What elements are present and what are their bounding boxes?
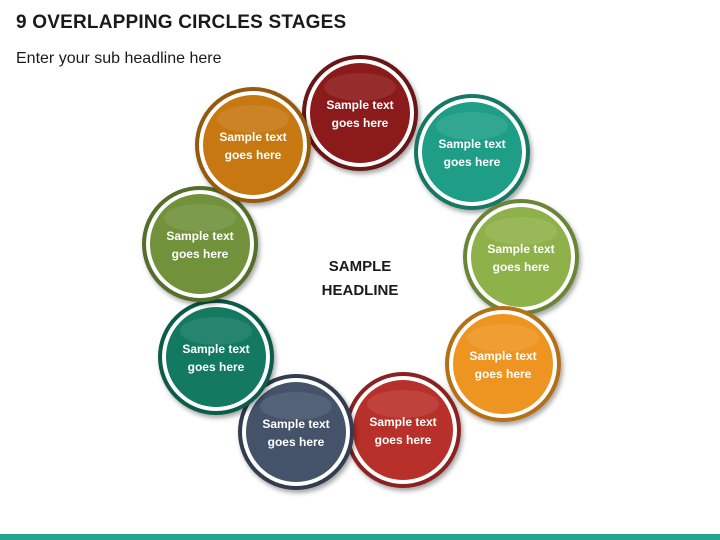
stage-text-line2: goes here [268,435,325,449]
stage-circle-highlight [324,73,396,101]
stage-circle-highlight [164,204,236,232]
stage-circle-fill [310,63,410,163]
stage-circle-highlight [260,392,332,420]
stage-circle-fill [422,102,522,202]
stage-text-line2: goes here [225,148,282,162]
stage-circle-fill [246,382,346,482]
stage-text-line1: Sample text [166,229,233,243]
stage-text-line2: goes here [172,247,229,261]
stage-text-line2: goes here [188,360,245,374]
stage-circle-1: Sample text goes here [302,55,418,171]
stage-circle-highlight [467,324,539,352]
stage-text-line1: Sample text [487,242,554,256]
stage-text-line2: goes here [375,433,432,447]
stage-text-line2: goes here [444,155,501,169]
center-headline-line1: SAMPLE [328,258,392,275]
stage-circle-fill [203,95,303,195]
stage-circle-fill [150,194,250,294]
stage-circle-4: Sample text goes here [445,306,561,422]
stage-circle-5: Sample text goes here [345,372,461,488]
center-headline: SAMPLE HEADLINE [290,255,430,303]
stage-circle-highlight [485,217,557,245]
stage-text-line2: goes here [332,116,389,130]
stage-text-line1: Sample text [469,349,536,363]
stage-circle-highlight [180,317,252,345]
stage-circle-8: Sample text goes here [142,186,258,302]
stage-text-line1: Sample text [182,342,249,356]
stage-text-line1: Sample text [262,417,329,431]
page-title: 9 OVERLAPPING CIRCLES STAGES [16,12,347,33]
center-headline-line2: HEADLINE [321,282,399,299]
stage-circle-fill [471,207,571,307]
stage-circle-2: Sample text goes here [414,94,530,210]
page-subtitle: Enter your sub headline here [16,50,222,67]
footer-bar [0,534,720,540]
stage-circle-highlight [436,112,508,140]
stage-text-line1: Sample text [438,137,505,151]
stage-circle-9: Sample text goes here [195,87,311,203]
stage-circle-highlight [217,105,289,133]
stage-text-line2: goes here [493,260,550,274]
stage-circle-highlight [367,390,439,418]
stage-text-line1: Sample text [369,415,436,429]
stage-text-line1: Sample text [219,130,286,144]
stage-circle-7: Sample text goes here [158,299,274,415]
stage-circle-6: Sample text goes here [238,374,354,490]
stage-circle-fill [166,307,266,407]
stage-circle-fill [353,380,453,480]
stage-circle-fill [453,314,553,414]
stage-text-line2: goes here [475,367,532,381]
stage-circle-3: Sample text goes here [463,199,579,315]
stage-text-line1: Sample text [326,98,393,112]
